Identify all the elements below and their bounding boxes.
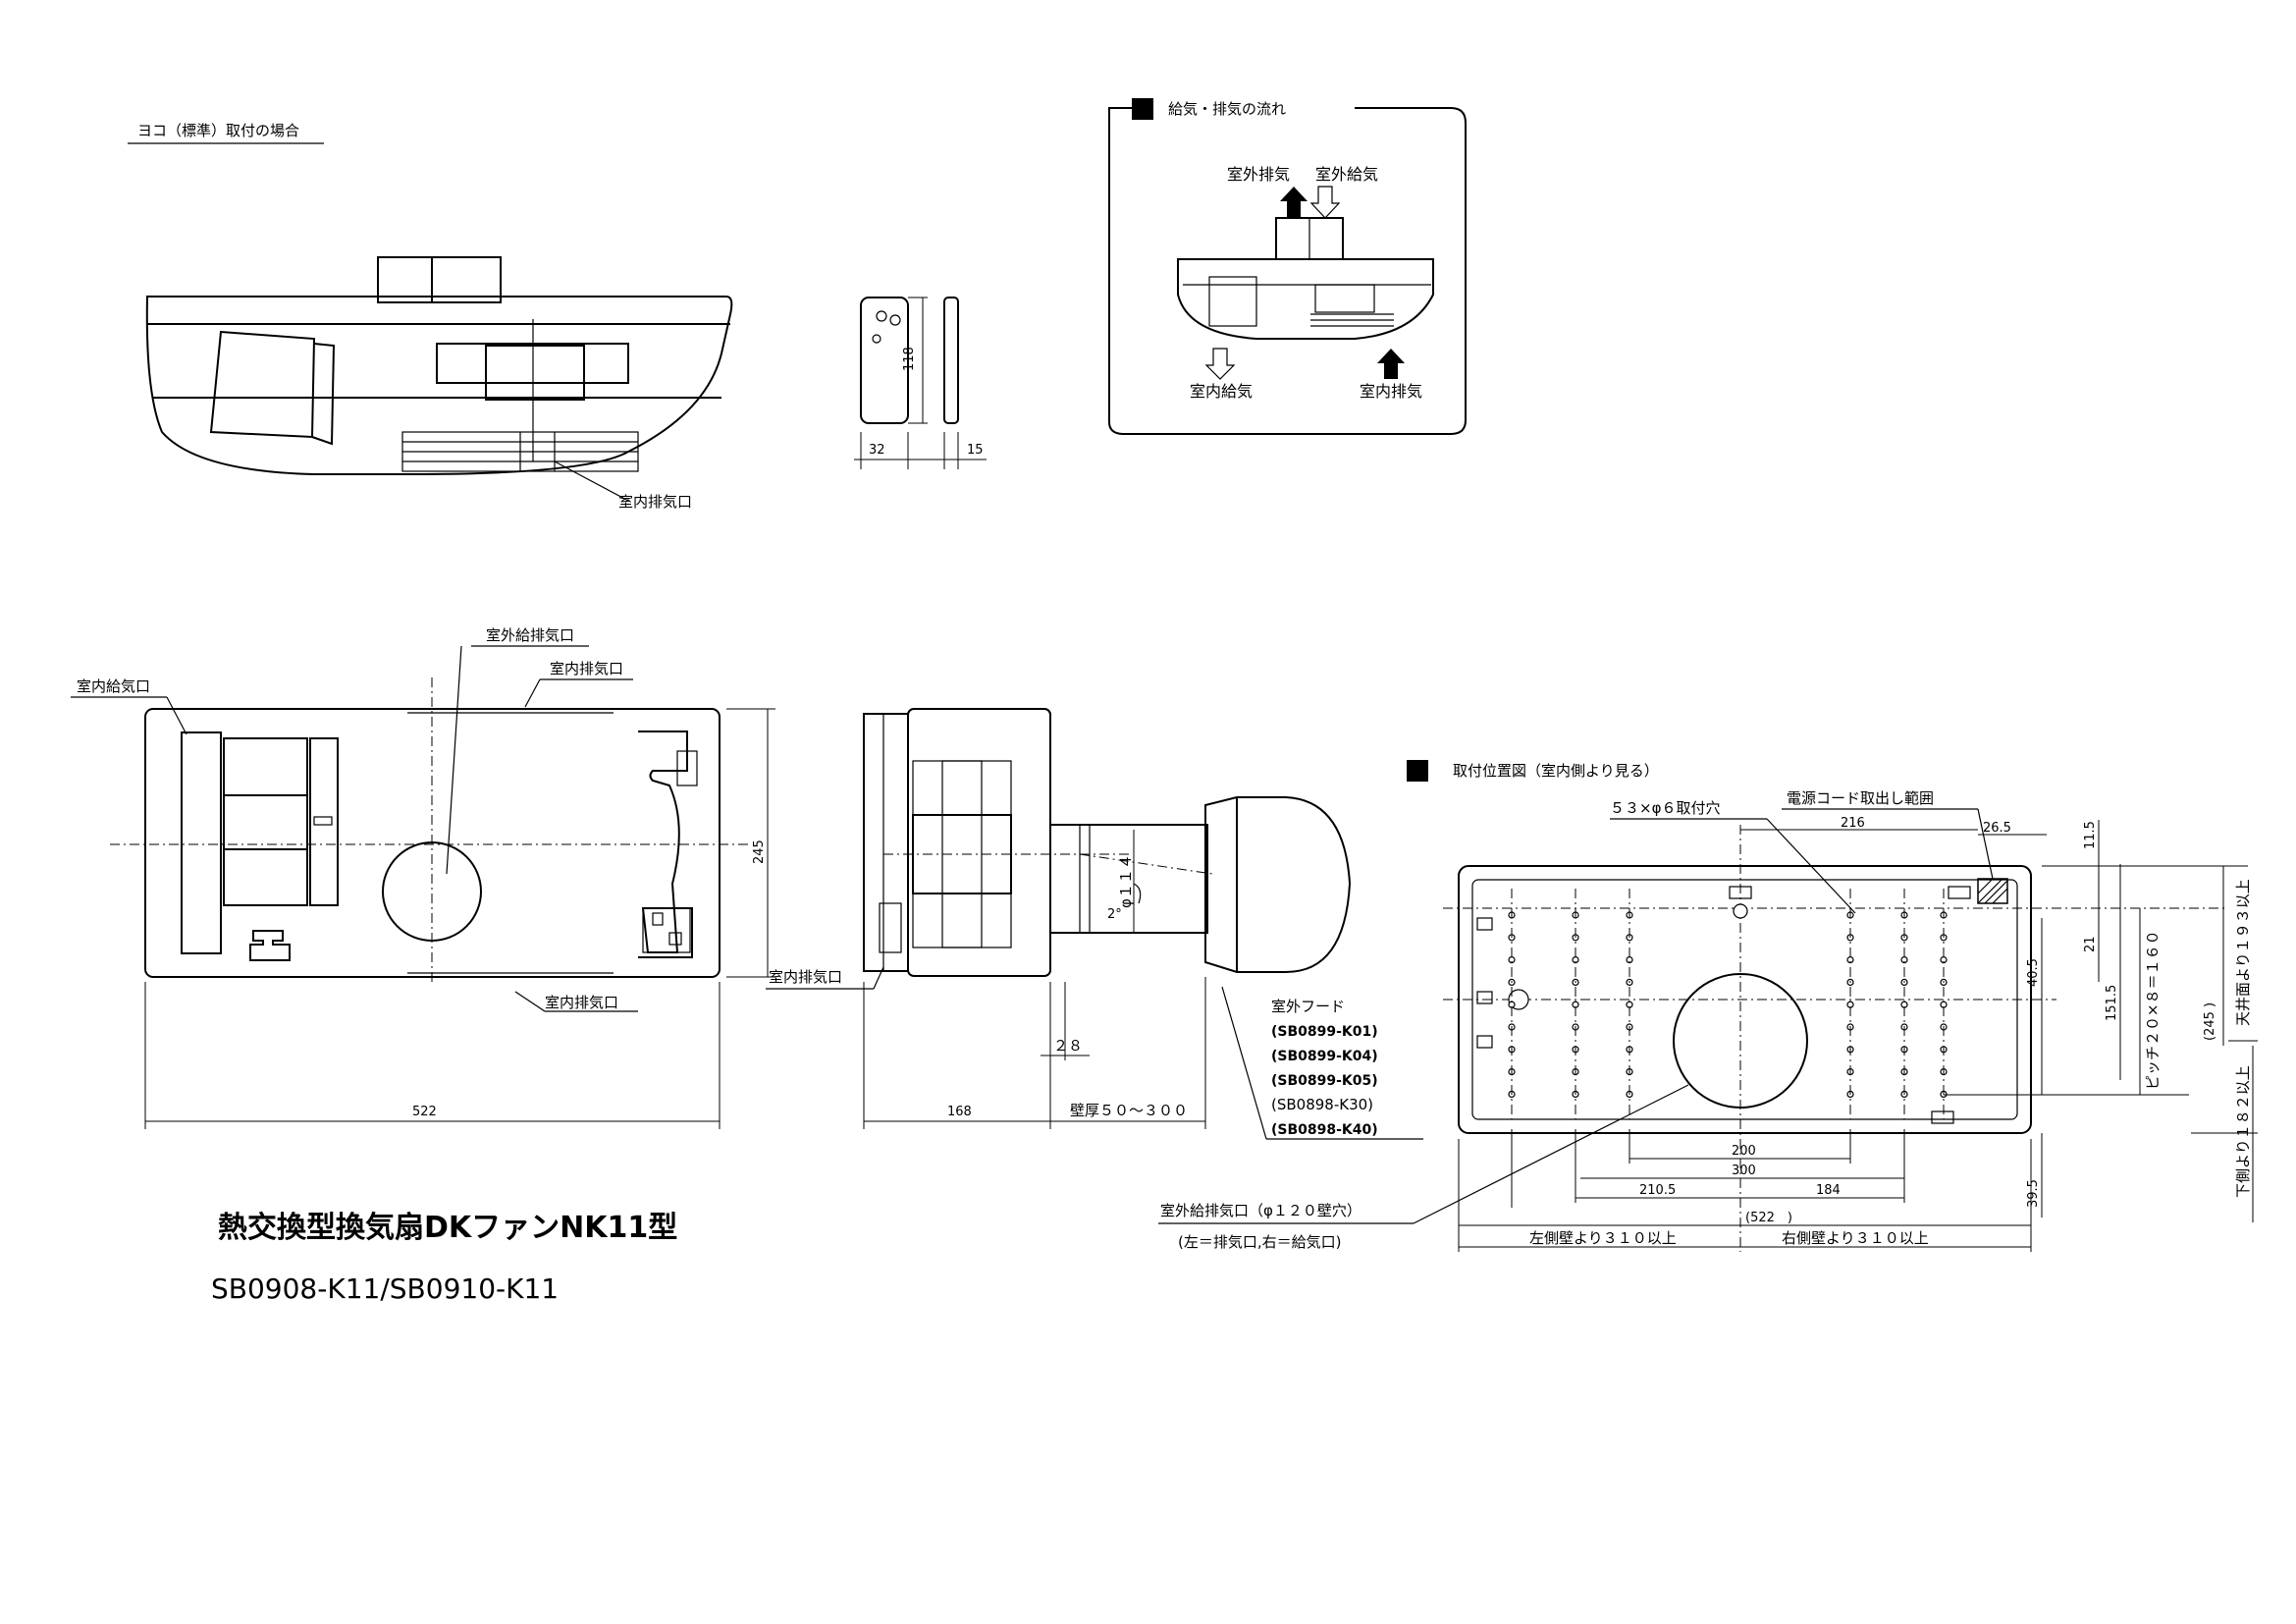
dim-26-5: 26.5 — [1983, 821, 2011, 836]
outdoor-supply-arrow-icon — [1309, 186, 1341, 219]
mounting-hole-grid — [1508, 889, 1948, 1119]
side-depth: 168 — [947, 1105, 972, 1119]
outdoor-port-label: 室外給排気口 — [486, 626, 574, 644]
remote-depth: 15 — [967, 443, 984, 458]
duct-diameter: φ１１４ — [1117, 854, 1135, 908]
dim-11-5: 11.5 — [2083, 821, 2098, 849]
front-view: 室外給排気口 室内排気口 室内給気口 245 室内排気口 — [71, 626, 775, 1129]
hood-model-1: (SB0899-K01) — [1271, 1024, 1378, 1040]
hood-model-2: (SB0899-K04) — [1271, 1049, 1378, 1064]
duct-angle: 2° — [1107, 907, 1122, 922]
left-wall-clearance: 左側壁より３１０以上 — [1529, 1229, 1677, 1247]
pitch-dim: ピッチ２０×８＝１６０ — [2144, 930, 2162, 1090]
wall-thickness: 壁厚５０～３００ — [1070, 1102, 1188, 1119]
exhaust-louvers — [401, 431, 639, 472]
side-view: φ１１４ 2° 室内排気口 ２８ 168 壁厚５０～３００ 室外フード (SB0… — [766, 708, 1423, 1140]
dim-39-5: 39.5 — [2026, 1179, 2041, 1208]
cord-range-label: 電源コード取出し範囲 — [1787, 789, 1934, 807]
model-numbers: SB0908-K11/SB0910-K11 — [211, 1272, 559, 1305]
dim-21: 21 — [2083, 936, 2098, 952]
indoor-exhaust-bottom-label: 室内排気口 — [545, 994, 618, 1011]
outdoor-port-note: 室外給排気口（φ１２０壁穴） — [1160, 1202, 1362, 1219]
front-width: 522 — [412, 1105, 437, 1119]
outdoor-port-sub-note: (左＝排気口,右＝給気口) — [1178, 1233, 1341, 1251]
dim-300: 300 — [1732, 1164, 1756, 1178]
dim-184: 184 — [1816, 1183, 1841, 1198]
mounting-layout: 取付位置図（室内側より見る） ５３×φ６取付穴 電源コード取出し範囲 216 — [1158, 760, 2258, 1252]
indoor-exhaust-flow-label: 室内排気 — [1360, 382, 1422, 401]
flow-heading: 給気・排気の流れ — [1168, 100, 1286, 118]
hood-model-4: (SB0898-K30) — [1271, 1096, 1373, 1113]
dim-216: 216 — [1841, 816, 1865, 831]
product-title: 熱交換型換気扇DKファンNK11型 — [218, 1211, 677, 1245]
indoor-supply-label-front: 室内給気口 — [77, 677, 150, 695]
indoor-supply-arrow-icon — [1204, 348, 1236, 380]
indoor-exhaust-label: 室内排気口 — [618, 493, 692, 511]
top-view-caption: ヨコ（標準）取付の場合 — [137, 122, 299, 139]
front-height: 245 — [752, 839, 767, 864]
heading-square-icon — [1132, 98, 1153, 120]
mounting-holes-label: ５３×φ６取付穴 — [1610, 799, 1720, 817]
dim-40-5: 40.5 — [2026, 958, 2041, 987]
right-wall-clearance: 右側壁より３１０以上 — [1782, 1229, 1929, 1247]
outdoor-exhaust-arrow-icon — [1280, 187, 1308, 218]
floor-clearance: 下側より１８２以上 — [2234, 1065, 2252, 1198]
outdoor-supply-label: 室外給気 — [1315, 165, 1378, 184]
ceiling-clearance: 天井面より１９３以上 — [2234, 879, 2252, 1026]
air-flow-diagram: 給気・排気の流れ 室外排気 室外給気 室内給気 室内排気 — [1107, 98, 1467, 435]
duct-offset: ２８ — [1053, 1037, 1083, 1055]
hood-title: 室外フード — [1271, 998, 1345, 1015]
dim-522: (522 ) — [1745, 1211, 1792, 1225]
indoor-supply-label: 室内給気 — [1190, 382, 1253, 401]
dim-210-5: 210.5 — [1639, 1183, 1676, 1198]
mount-heading-square-icon — [1407, 760, 1428, 782]
dim-200: 200 — [1732, 1144, 1756, 1159]
indoor-exhaust-arrow-icon — [1377, 349, 1405, 379]
hood-model-3: (SB0899-K05) — [1271, 1073, 1378, 1089]
outdoor-exhaust-label: 室外排気 — [1227, 165, 1290, 184]
indoor-exhaust-top-label: 室内排気口 — [550, 660, 623, 677]
top-perspective-view: ヨコ（標準）取付の場合 室内排気口 — [128, 122, 733, 511]
dim-245: (245 ) — [2203, 1002, 2217, 1041]
side-indoor-exhaust-label: 室内排気口 — [769, 968, 842, 986]
remote-height: 118 — [902, 347, 917, 371]
remote-controller: 118 32 15 — [854, 297, 987, 469]
mount-heading: 取付位置図（室内側より見る） — [1453, 762, 1659, 780]
hood-model-5: (SB0898-K40) — [1271, 1122, 1378, 1138]
dim-151-5: 151.5 — [2105, 985, 2119, 1021]
remote-width: 32 — [869, 443, 885, 458]
